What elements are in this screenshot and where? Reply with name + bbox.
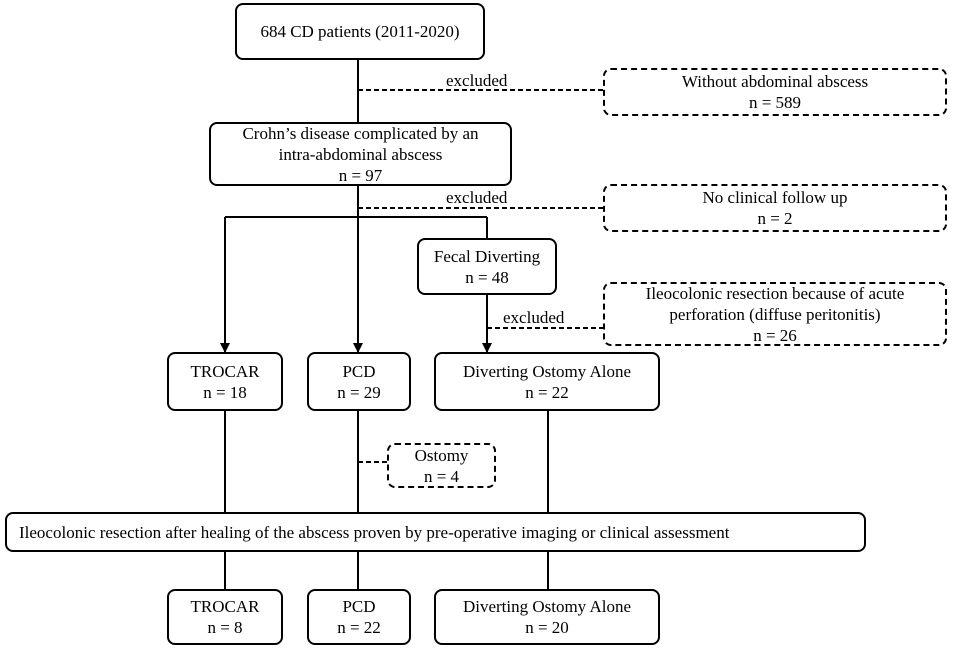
- box-text-line: Ileocolonic resection because of acute: [645, 283, 905, 303]
- box-text-line: n = 4: [423, 466, 460, 486]
- box-text-line: perforation (diffuse peritonitis): [669, 304, 881, 324]
- box-text-line: n = 20: [525, 618, 569, 637]
- box-text-line: n = 29: [337, 382, 381, 402]
- box-text-line: Crohn’s disease complicated by an: [242, 123, 479, 143]
- box-text-line: PCD: [342, 597, 376, 616]
- box-text-line: n = 2: [757, 209, 793, 228]
- box-text-line: n = 22: [525, 382, 569, 402]
- box-text-line: n = 48: [465, 267, 509, 287]
- box-text-line: n = 97: [338, 165, 383, 185]
- box-text-line: Diverting Ostomy Alone: [462, 597, 632, 616]
- label-excluded-3: excluded: [503, 308, 565, 327]
- box-text-line: n = 26: [753, 325, 797, 345]
- box-text-line: n = 22: [337, 618, 381, 637]
- box-text-line: n = 589: [748, 93, 802, 112]
- box-text-line: PCD: [342, 361, 376, 381]
- box-text-line: n = 8: [207, 618, 243, 637]
- box-text-line: 684 CD patients (2011-2020): [260, 22, 460, 41]
- box-resection-after-healing: Ileocolonic resection after healing of t…: [5, 512, 866, 552]
- box-text-line: Without abdominal abscess: [681, 72, 869, 91]
- box-text-line: No clinical follow up: [702, 188, 848, 207]
- box-text-line: n = 18: [203, 382, 247, 402]
- box-text-line: intra-abdominal abscess: [278, 144, 443, 164]
- box-pcd-2: PCD n = 22: [307, 589, 411, 645]
- box-trocar-2: TROCAR n = 8: [167, 589, 283, 645]
- box-text-line: TROCAR: [190, 361, 260, 381]
- label-excluded-2: excluded: [446, 188, 508, 207]
- box-text-line: TROCAR: [190, 597, 260, 616]
- box-text-line: Ileocolonic resection after healing of t…: [19, 522, 730, 542]
- label-excluded-1: excluded: [446, 71, 508, 90]
- box-no-followup: No clinical follow up n = 2: [603, 184, 947, 232]
- box-text-line: Fecal Diverting: [433, 246, 541, 266]
- box-without-abscess: Without abdominal abscess n = 589: [603, 68, 947, 116]
- box-text-line: Ostomy: [414, 445, 469, 465]
- box-text-line: Diverting Ostomy Alone: [462, 361, 632, 381]
- box-ostomy-alone-2: Diverting Ostomy Alone n = 20: [434, 589, 660, 645]
- box-total-patients: 684 CD patients (2011-2020): [235, 3, 485, 60]
